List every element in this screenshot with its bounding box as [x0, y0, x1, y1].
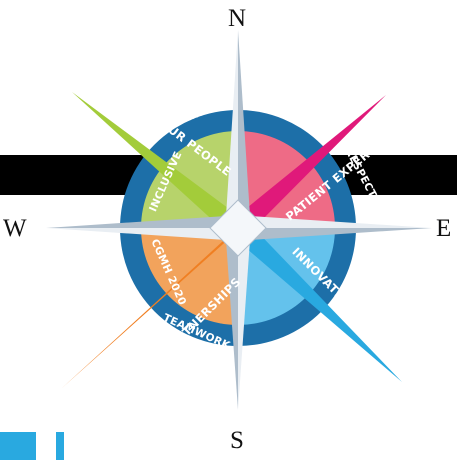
spike-patient-experience: [232, 95, 386, 236]
spike-partnerships: [62, 220, 246, 388]
compass-star: [46, 30, 432, 410]
spike-innovation: [232, 220, 402, 382]
north-label: N: [228, 5, 246, 32]
south-label: S: [230, 427, 244, 454]
spike-our-people: [72, 92, 244, 236]
corner-accent: [0, 432, 64, 460]
east-label: E: [436, 215, 451, 242]
west-label: W: [3, 215, 27, 242]
